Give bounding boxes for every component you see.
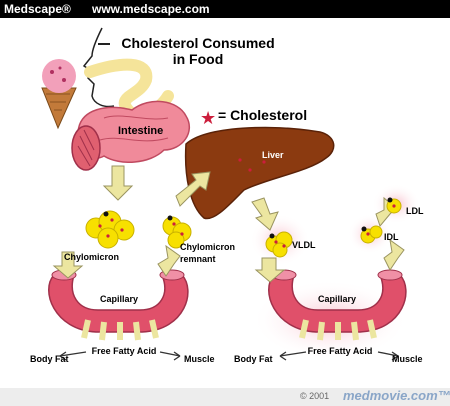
- idl-label: IDL: [384, 232, 399, 242]
- title-line-2: in Food: [173, 51, 224, 67]
- chylomicron-remnant-label-1: Chylomicron: [180, 242, 235, 252]
- muscle-left-label: Muscle: [184, 354, 215, 364]
- capillary-right: [268, 269, 407, 333]
- arrow-capillary-to-idl: [383, 238, 405, 271]
- body-fat-left-label: Body Fat: [30, 354, 69, 364]
- ice-cream-icon: [41, 59, 77, 130]
- chylomicron-particle: [85, 210, 135, 249]
- capillary-right-label: Capillary: [318, 294, 356, 304]
- vldl-particle: [265, 231, 293, 258]
- apoprotein-dots: [103, 197, 393, 239]
- arrow-liver-to-vldl: [251, 197, 279, 231]
- copyright-text: © 2001: [300, 391, 330, 401]
- ffa-left-label: Free Fatty Acid: [92, 346, 157, 356]
- cholesterol-stars: [98, 158, 396, 248]
- ffa-right-label: Free Fatty Acid: [308, 346, 373, 356]
- cholesterol-star-icon: ★: [200, 108, 216, 128]
- chylomicron-remnant-particle: [162, 216, 192, 249]
- arrow-chylo-into-capillary: [52, 251, 84, 279]
- idl-particle: [360, 225, 383, 244]
- arrow-capillary-to-remnant: [157, 244, 181, 277]
- title-line-1: Cholesterol Consumed: [121, 35, 274, 51]
- medscape-brand: Medscape®: [4, 2, 71, 16]
- liver: [184, 126, 335, 220]
- arrow-remnant-to-liver: [175, 171, 211, 207]
- footer-bar: © 2001 medmovie.com™: [0, 388, 450, 406]
- muscle-right-label: Muscle: [392, 354, 423, 364]
- vldl-label: VLDL: [292, 240, 316, 250]
- header-bar: Medscape® www.medscape.com: [0, 0, 450, 18]
- body-fat-right-label: Body Fat: [234, 354, 273, 364]
- intestine: [71, 100, 191, 171]
- capillary-left-label: Capillary: [100, 294, 138, 304]
- output-arrows: [59, 351, 399, 361]
- flow-arrows: [52, 165, 405, 341]
- intestine-label: Intestine: [118, 125, 163, 137]
- ldl-label: LDL: [406, 206, 424, 216]
- medscape-url[interactable]: www.medscape.com: [92, 2, 210, 16]
- arrow-intestine-to-chylomicron: [102, 165, 134, 201]
- chylomicron-remnant-label-2: remnant: [180, 254, 216, 264]
- medmovie-logo[interactable]: medmovie.com™: [343, 388, 450, 403]
- arrow-vldl-into-capillary: [254, 257, 286, 283]
- legend-text: = Cholesterol: [218, 107, 307, 123]
- cholesterol-diagram: Cholesterol Consumed in Food ★ = Cholest…: [30, 27, 424, 364]
- chylomicron-label: Chylomicron: [64, 252, 119, 262]
- lipoproteins: [85, 198, 402, 258]
- liver-label: Liver: [262, 150, 284, 160]
